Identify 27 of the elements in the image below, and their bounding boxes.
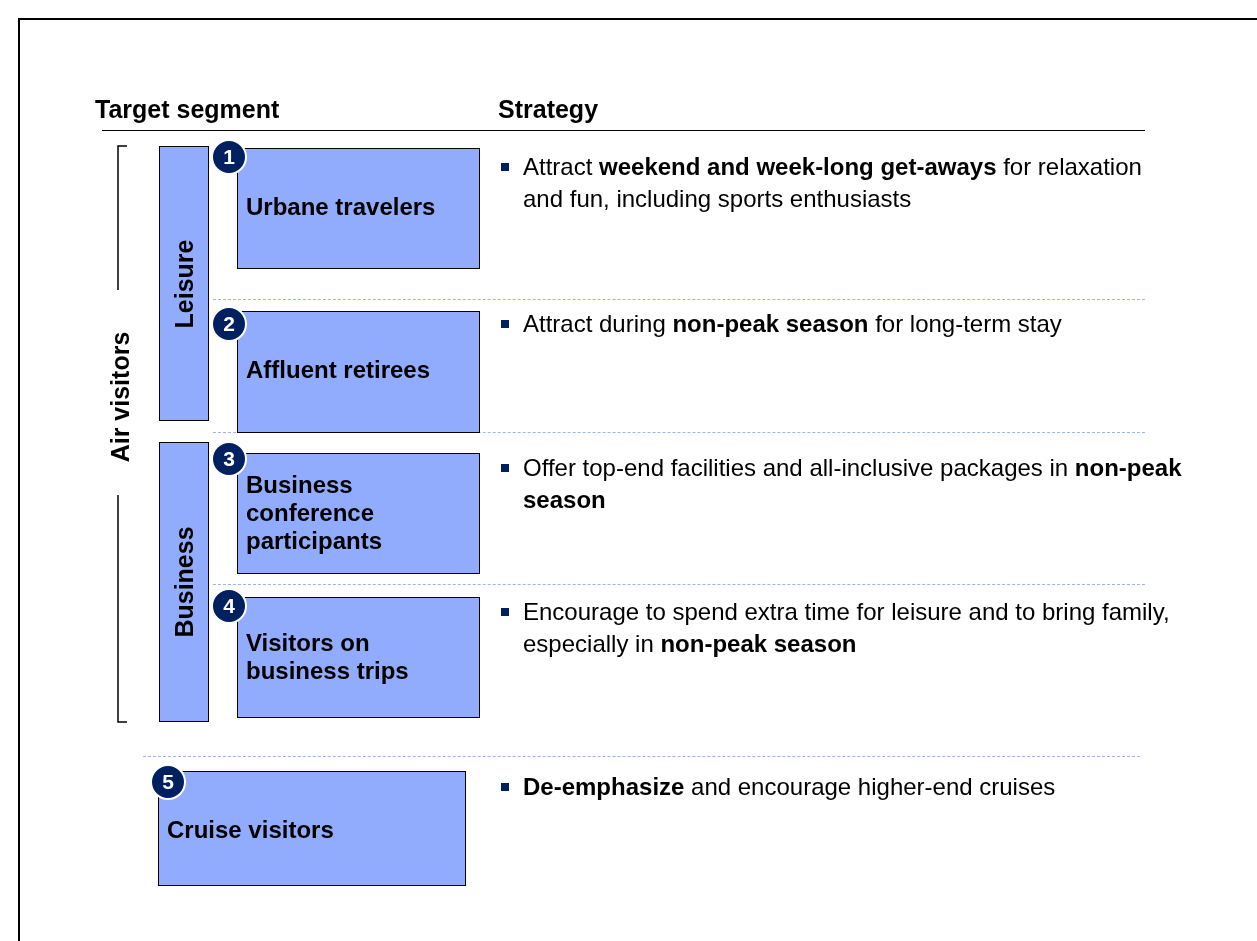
band-label: Leisure [169,239,199,328]
segment-label: Business conference participants [246,471,384,555]
category-band [159,442,209,722]
strategy-text: Offer top-end facilities and all-inclusive packages in non-peak season [523,453,1183,515]
group-label: Air visitors [105,331,135,463]
number-badge: 1 [211,139,247,175]
band-label: Business [169,526,199,638]
number-badge: 4 [211,588,247,624]
segment-box [237,597,480,718]
strategy-text: Attract weekend and week-long get-aways for relaxation and fun, including sports enthusiasts [523,152,1143,214]
number-badge: 2 [211,306,247,342]
column-header: Strategy [498,95,599,124]
strategy-text: Encourage to spend extra time for leisure and to bring family, especially in non-peak season [523,597,1171,659]
number-badge: 5 [150,764,186,800]
segment-box [237,311,480,433]
segment-box [237,148,480,269]
strategy-text: De-emphasize and encourage higher-end cruises [523,772,1057,802]
number-badge: 3 [211,441,247,477]
segment-label: Visitors on business trips [246,629,410,685]
strategy-text: Attract during non-peak season for long-term stay [523,309,1063,339]
column-header: Target segment [95,95,280,124]
segment-label: Urbane travelers [246,193,437,221]
segment-box [158,771,466,886]
category-band [159,146,209,421]
segment-box [237,453,480,574]
segment-label: Cruise visitors [167,816,335,844]
segment-label: Affluent retirees [246,356,432,384]
